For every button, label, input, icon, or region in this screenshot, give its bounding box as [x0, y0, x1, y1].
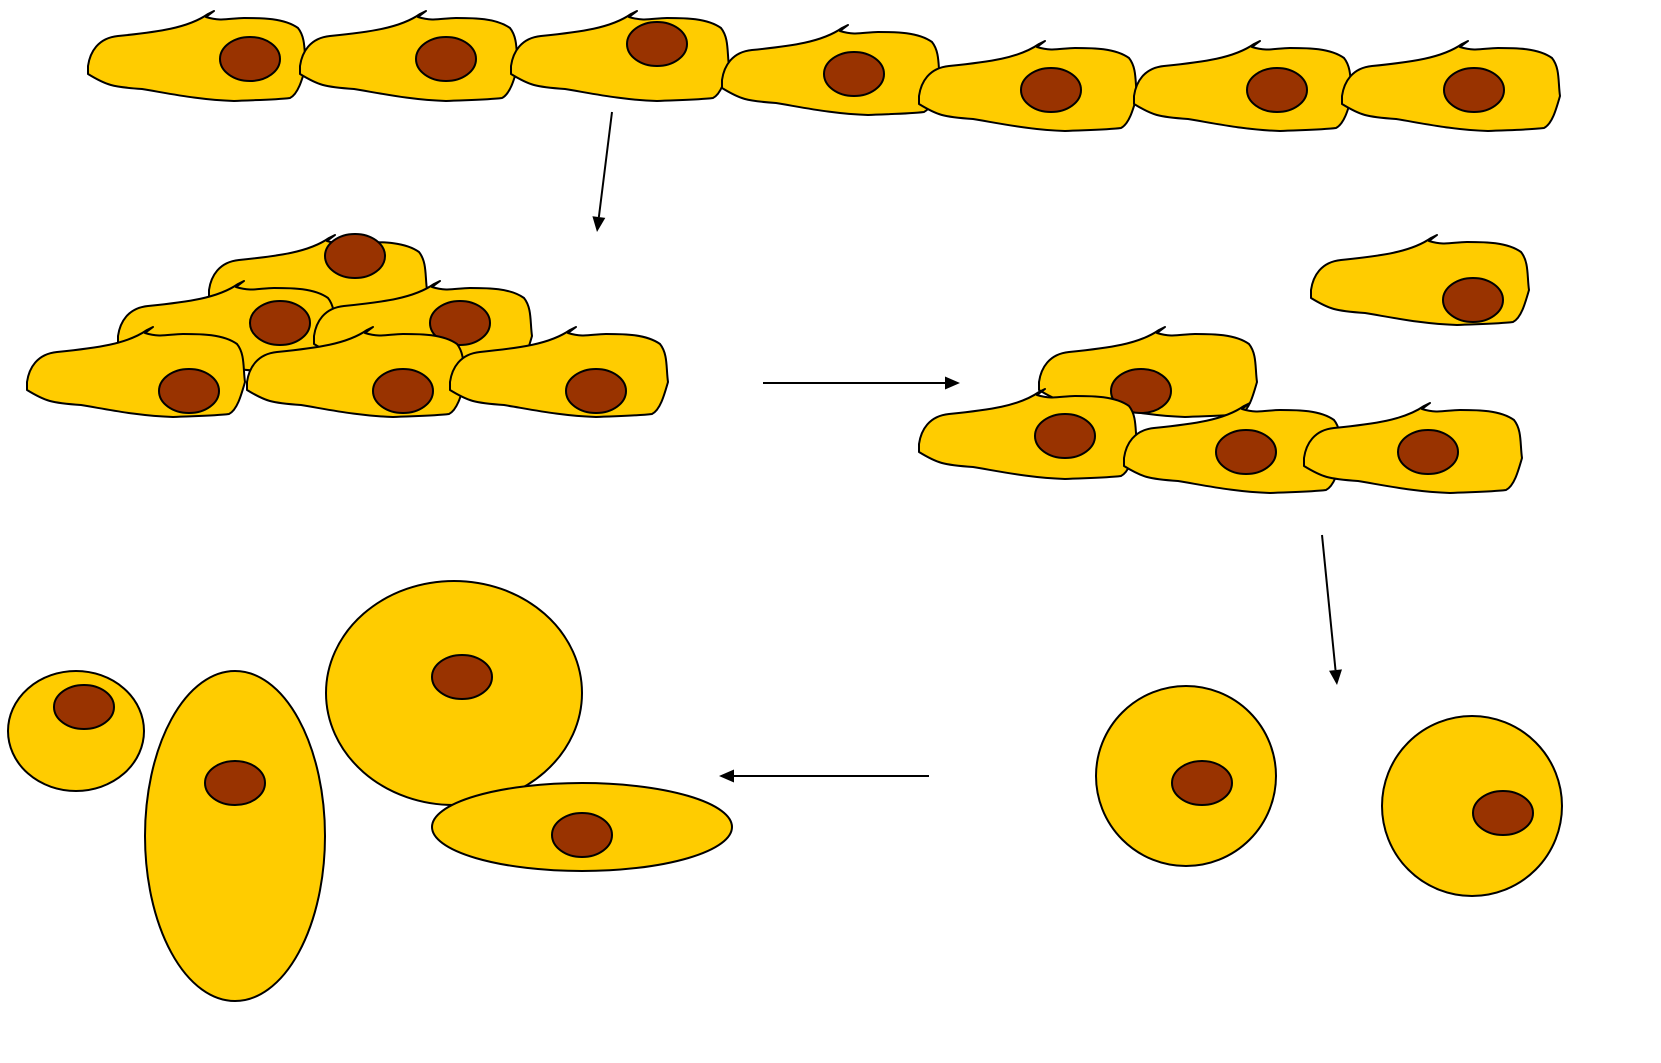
nucleus — [1398, 430, 1458, 474]
nucleus — [1247, 68, 1307, 112]
nucleus — [1172, 761, 1232, 805]
arrow-rounded-to-varied-shapes — [719, 770, 929, 783]
nucleus — [1035, 414, 1095, 458]
nucleus — [325, 234, 385, 278]
cell — [919, 389, 1137, 479]
cell — [432, 783, 732, 871]
arrow-partly-detached-to-rounded — [1322, 535, 1342, 685]
cell — [919, 41, 1137, 131]
arrowhead — [945, 377, 960, 390]
stage-rounded — [1096, 686, 1562, 896]
stage-partly-detached — [919, 235, 1529, 493]
cell-body — [919, 389, 1137, 479]
cell — [145, 671, 325, 1001]
cell-body — [1382, 716, 1562, 896]
cell-body — [300, 11, 518, 101]
stage-piled-up — [27, 234, 668, 417]
cells-layer — [8, 11, 1562, 1001]
stage-monolayer — [88, 11, 1560, 131]
nucleus — [159, 369, 219, 413]
nucleus — [220, 37, 280, 81]
cell-body — [145, 671, 325, 1001]
nucleus — [416, 37, 476, 81]
cell — [88, 11, 306, 101]
cell — [1382, 716, 1562, 896]
nucleus — [566, 369, 626, 413]
nucleus — [824, 52, 884, 96]
nucleus — [373, 369, 433, 413]
cell — [1304, 403, 1522, 493]
nucleus — [1444, 68, 1504, 112]
arrowhead — [1329, 669, 1342, 685]
cell — [300, 11, 518, 101]
nucleus — [552, 813, 612, 857]
cell — [8, 671, 144, 791]
cell-body — [511, 11, 729, 101]
nucleus — [1473, 791, 1533, 835]
arrowhead — [592, 216, 605, 232]
stage-varied-shapes — [8, 581, 732, 1001]
nucleus — [54, 685, 114, 729]
cell — [511, 11, 729, 101]
nucleus — [627, 22, 687, 66]
arrow-monolayer-to-piled-up — [592, 112, 612, 232]
arrow-shaft — [1322, 535, 1336, 670]
nucleus — [432, 655, 492, 699]
cell — [1311, 235, 1529, 325]
arrow-piled-up-to-partly-detached — [763, 377, 960, 390]
arrow-shaft — [599, 112, 612, 217]
cell — [1096, 686, 1276, 866]
nucleus — [205, 761, 265, 805]
cell — [1342, 41, 1560, 131]
cell — [722, 25, 940, 115]
nucleus — [1443, 278, 1503, 322]
cell — [1134, 41, 1352, 131]
nucleus — [1216, 430, 1276, 474]
arrowhead — [719, 770, 734, 783]
cell — [27, 327, 245, 417]
cell-body — [1134, 41, 1352, 131]
nucleus — [1021, 68, 1081, 112]
nucleus — [250, 301, 310, 345]
cell — [326, 581, 582, 805]
